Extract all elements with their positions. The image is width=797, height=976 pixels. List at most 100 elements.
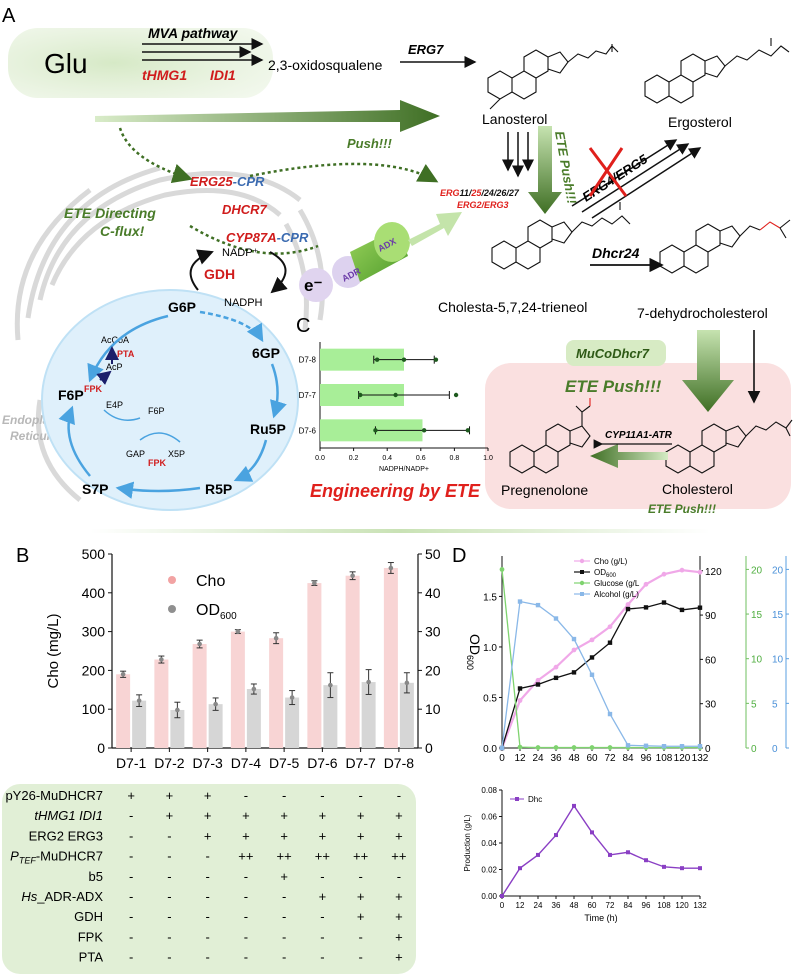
c-x-tick-label: 0.6	[416, 455, 426, 462]
d-black-tick-label: 120	[705, 567, 722, 578]
cholesta-label: Cholesta-5,7,24-trieneol	[438, 299, 587, 315]
strain-table: pY26-MuDHCR7+++-----tHMG1 IDI1-+++++++ER…	[5, 788, 406, 965]
d-point	[535, 682, 541, 687]
table-cell: +	[395, 808, 403, 823]
dotted-arrow-2	[249, 162, 439, 183]
oxidosqualene-label: 2,3-oxidosqualene	[268, 57, 383, 73]
dotted-arrow-1	[118, 127, 193, 184]
d-blue-tick-label: 20	[772, 565, 784, 576]
met-6gp: 6GP	[252, 345, 280, 361]
d-point	[643, 743, 649, 748]
d2-x-tick-label: 0	[500, 901, 505, 910]
d-point	[535, 745, 541, 750]
b-legend-od-label: OD600	[196, 602, 237, 622]
b-point	[213, 701, 218, 707]
table-cell: -	[167, 929, 171, 944]
d2-point	[536, 852, 540, 857]
table-cell: -	[167, 869, 171, 884]
table-cell: +	[204, 788, 212, 803]
table-row-label: PTEF-MuDHCR7	[10, 849, 103, 866]
d-point	[697, 744, 703, 749]
table-cell: +	[395, 889, 403, 904]
b-y2-tick-label: 20	[425, 662, 441, 678]
d-point	[535, 602, 541, 608]
d-x-tick-label: 60	[586, 753, 598, 764]
table-cell: -	[129, 828, 133, 843]
d-point	[571, 636, 577, 642]
d-point	[553, 675, 559, 681]
d2-point	[572, 803, 576, 808]
c-point	[374, 357, 380, 362]
nadp-cycle-arrow-2	[269, 251, 288, 294]
erg45-arrow-2	[581, 143, 690, 213]
d-x-tick-label: 24	[532, 753, 544, 764]
c-x-tick-label: 0.0	[315, 455, 325, 462]
b-y-tick-label: 100	[82, 701, 106, 717]
b-point	[136, 698, 142, 703]
d2-x-tick-label: 48	[570, 901, 579, 910]
table-row-label-prefix: P	[10, 849, 19, 864]
d-series-line	[501, 601, 701, 749]
d-point	[697, 605, 703, 610]
ergosterol-structure	[644, 38, 790, 104]
cell-compartment	[41, 289, 299, 511]
glu-blob	[8, 28, 273, 98]
d-x-tick-label: 84	[622, 753, 634, 764]
b-legend-od-sub: 600	[220, 611, 237, 622]
d2-legend-marker	[515, 797, 519, 801]
d-point	[607, 711, 613, 717]
d-point	[625, 606, 631, 612]
table-cell: -	[358, 869, 362, 884]
b-category-label: D7-1	[116, 755, 147, 771]
b-od-bar	[246, 689, 261, 748]
panel-label-b: B	[16, 545, 29, 567]
b-legend-cho-label: Cho	[196, 573, 225, 590]
d-blue-tick-label: 15	[772, 610, 784, 621]
met-f6p: F6P	[58, 387, 84, 403]
d-green-tick-label: 20	[751, 565, 763, 576]
d-legend-marker	[580, 592, 584, 596]
b-od-bar	[132, 700, 147, 748]
table-cell: -	[205, 909, 209, 924]
c-category-label: D7-7	[299, 391, 317, 400]
d2-point	[662, 864, 666, 869]
table-cell: ++	[315, 849, 330, 864]
cholesterol-structure	[665, 419, 793, 474]
lanosterol-label: Lanosterol	[482, 111, 547, 127]
d-point	[643, 605, 649, 610]
cyp87a-cpr: -CPR	[277, 230, 309, 245]
d2-point	[500, 894, 504, 898]
table-cell: -	[358, 788, 362, 803]
acetyl-arrows	[96, 346, 119, 385]
d-x-tick-label: 96	[640, 753, 652, 764]
b-y2-tick-label: 40	[425, 585, 441, 601]
table-cell: ++	[353, 849, 368, 864]
table-row-label: Hs_ADR-ADX	[21, 889, 103, 904]
table-cell: -	[244, 929, 248, 944]
cholesterol-label: Cholesterol	[662, 481, 733, 497]
b-point	[159, 657, 164, 662]
table-cell: +	[280, 869, 288, 884]
d-green-tick-label: 5	[751, 699, 757, 710]
b-cho-bar	[116, 674, 131, 748]
d-legend-marker	[579, 580, 585, 586]
d-black-tick-label: 0	[705, 744, 711, 755]
table-cell: -	[244, 909, 248, 924]
d-legend-label: Cho (g/L)	[594, 557, 628, 566]
b-y-tick-label: 400	[82, 585, 106, 601]
erg-list-line2: ERG2/ERG3	[457, 200, 509, 210]
d2-point	[554, 833, 558, 838]
c-x-label: NADPH/NADP+	[379, 466, 429, 473]
table-row-label: pY26-MuDHCR7	[5, 788, 103, 803]
b-od-bar	[170, 709, 185, 748]
b-od-bar	[399, 682, 414, 748]
ete-push-big-label: ETE Push!!!	[565, 377, 662, 396]
b-category-label: D7-4	[231, 755, 262, 771]
b-point	[251, 686, 257, 692]
table-cell: -	[320, 950, 324, 965]
table-cell: +	[395, 950, 403, 965]
d-y-label-sub: 600	[465, 655, 475, 670]
met-accoa: AcCoA	[101, 335, 129, 345]
d-x-tick-label: 120	[674, 753, 691, 764]
